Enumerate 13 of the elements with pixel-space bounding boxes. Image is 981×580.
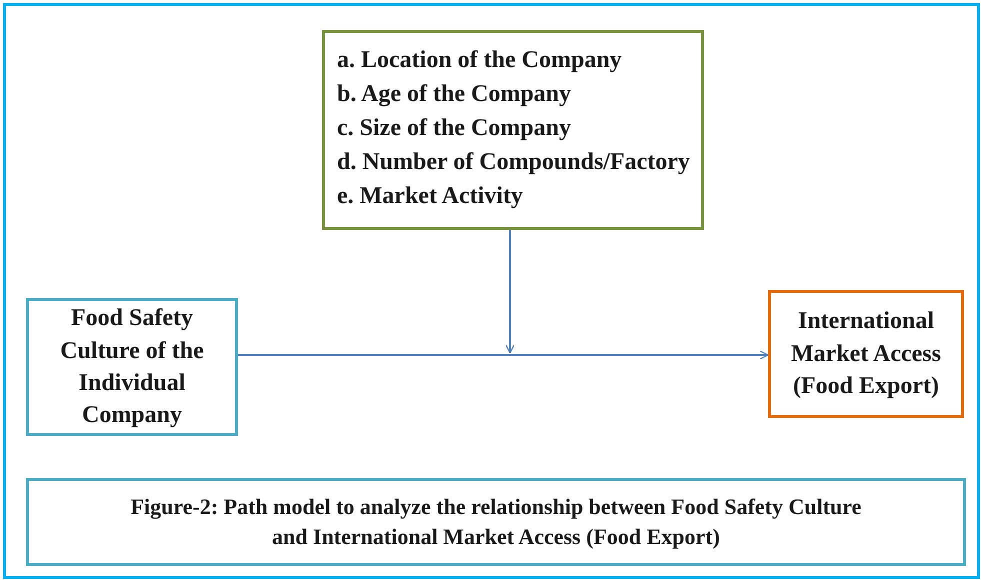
text-box — [768, 290, 964, 418]
arrow — [238, 350, 769, 360]
arrow — [505, 230, 515, 354]
caption: Figure-2: Path model to analyze the relationship between Food Safety Culture and International Market Access (Food Export) — [26, 478, 966, 566]
list-item: b. Age of the Company — [337, 80, 572, 109]
text-box — [322, 30, 704, 230]
text-box — [26, 298, 238, 436]
list-item: c. Size of the Company — [337, 114, 572, 143]
list-item: e. Market Activity — [337, 182, 524, 211]
list-item: d. Number of Compounds/Factory — [337, 148, 689, 177]
node-label: International Market Access (Food Export) — [790, 307, 942, 402]
list-item: a. Location of the Company — [337, 46, 623, 75]
node-label: Food Safety Culture of the Individual Company — [59, 304, 205, 430]
